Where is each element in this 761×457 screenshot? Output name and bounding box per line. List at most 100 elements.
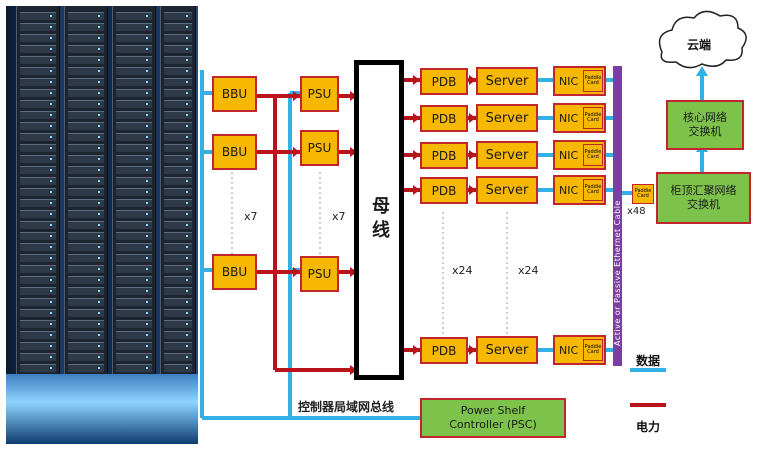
rack-slot <box>68 254 104 262</box>
rack-led <box>50 268 52 270</box>
nic-label: NIC <box>559 111 579 125</box>
rack-led <box>146 70 148 72</box>
rack-slot <box>68 133 104 141</box>
rack-led <box>50 180 52 182</box>
rack-led <box>186 224 188 226</box>
pdb-box: PDB <box>420 177 468 204</box>
rack-led <box>146 37 148 39</box>
rack-led <box>146 246 148 248</box>
rack-led <box>98 136 100 138</box>
rack-led <box>50 301 52 303</box>
nic-label: NIC <box>559 148 579 162</box>
server-label: Server <box>485 182 529 198</box>
rack-led <box>50 345 52 347</box>
server-box: Server <box>476 104 538 132</box>
rack-led <box>186 290 188 292</box>
rack-slot <box>68 320 104 328</box>
rack-slot <box>68 353 104 361</box>
rack-slot <box>164 45 192 53</box>
rack-led <box>186 37 188 39</box>
rack-led <box>50 92 52 94</box>
rack-led <box>146 158 148 160</box>
rack-slot <box>68 12 104 20</box>
rack-led <box>98 323 100 325</box>
tor-multiplier: x48 <box>627 206 646 217</box>
rack-led <box>50 26 52 28</box>
rack-slot <box>20 309 56 317</box>
rack-slot <box>164 364 192 372</box>
rack-slot <box>116 364 152 372</box>
rack-slot <box>68 166 104 174</box>
rack-slot <box>68 23 104 31</box>
rack-led <box>98 290 100 292</box>
rack-slot <box>164 188 192 196</box>
bbu-box: BBU <box>212 134 257 170</box>
rack-slot <box>20 34 56 42</box>
psu-label: PSU <box>307 141 332 155</box>
rack-slot <box>68 331 104 339</box>
rack-led <box>50 356 52 358</box>
rack-led <box>186 169 188 171</box>
rack-slot <box>164 122 192 130</box>
rack-led <box>186 114 188 116</box>
rack-led <box>50 125 52 127</box>
rack-slot <box>68 111 104 119</box>
rack-led <box>186 15 188 17</box>
rack-led <box>186 26 188 28</box>
rack-led <box>146 279 148 281</box>
rack-led <box>186 81 188 83</box>
rack-led <box>50 246 52 248</box>
psu-box: PSU <box>300 130 339 166</box>
rack-led <box>98 81 100 83</box>
rack-led <box>98 92 100 94</box>
rack-slot <box>20 320 56 328</box>
server-rack-photo <box>6 6 198 444</box>
rack-slot <box>116 221 152 229</box>
rack-led <box>98 169 100 171</box>
rack-led <box>186 136 188 138</box>
rack-slot <box>164 111 192 119</box>
rack-slot <box>20 221 56 229</box>
server-label: Server <box>485 110 529 126</box>
rack-slot <box>164 56 192 64</box>
rack-led <box>146 114 148 116</box>
rack-slot <box>20 276 56 284</box>
rack-slot <box>164 199 192 207</box>
rack-led <box>50 81 52 83</box>
rack-led <box>146 290 148 292</box>
rack-slot <box>20 199 56 207</box>
legend-power-label: 电力 <box>636 420 661 434</box>
rack-led <box>186 125 188 127</box>
rack-led <box>50 37 52 39</box>
rack-led <box>98 114 100 116</box>
paddle-card: Paddle Card <box>583 144 603 166</box>
rack-unit <box>112 6 156 384</box>
rack-slot <box>68 265 104 273</box>
rack-led <box>98 213 100 215</box>
rack-slot <box>164 232 192 240</box>
rack-slot <box>164 89 192 97</box>
rack-slot <box>164 221 192 229</box>
rack-slot <box>116 67 152 75</box>
rack-led <box>98 48 100 50</box>
pdb-label: PDB <box>431 343 457 358</box>
rack-slot <box>164 265 192 273</box>
legend-data-label: 数据 <box>636 354 661 368</box>
rack-led <box>98 334 100 336</box>
rack-slot <box>164 177 192 185</box>
rack-slot <box>164 287 192 295</box>
rack-slot <box>20 254 56 262</box>
rack-slot <box>68 199 104 207</box>
rack-led <box>186 356 188 358</box>
rack-slot <box>164 243 192 251</box>
rack-led <box>146 224 148 226</box>
rack-slot <box>164 34 192 42</box>
core-switch-label: 核心网络交换机 <box>683 110 727 138</box>
rack-led <box>186 257 188 259</box>
rack-led <box>98 59 100 61</box>
rack-slot <box>164 67 192 75</box>
rack-slot <box>116 45 152 53</box>
pdb-box: PDB <box>420 337 468 364</box>
rack-slot <box>164 342 192 350</box>
rack-slot <box>20 298 56 306</box>
